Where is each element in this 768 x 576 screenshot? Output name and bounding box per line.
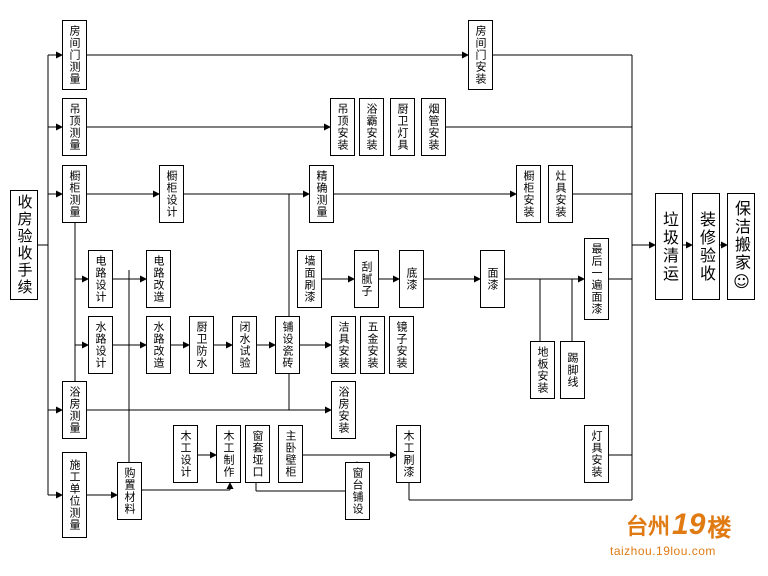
watermark-logo-suffix: 楼 [707, 514, 732, 542]
node-diqi: 底漆 [399, 250, 424, 308]
node-chugui-cl: 橱柜测量 [62, 165, 87, 223]
node-tijiaoxian: 踢脚线 [560, 341, 585, 399]
node-fangjianmen-cl: 房间门测量 [62, 20, 87, 90]
node-jingzi: 镜子安装 [389, 316, 414, 374]
node-qiangmian: 墙面刷漆 [297, 250, 322, 308]
node-chuangtao: 窗套垭口 [245, 425, 270, 483]
site-watermark: 台州 19 楼 taizhou.19lou.com [600, 508, 762, 568]
node-yuba-az: 浴霸安装 [359, 98, 384, 156]
node-yufang-az: 浴房安装 [331, 381, 356, 439]
node-mugong-zz: 木工制作 [216, 425, 241, 483]
node-mianqi: 面漆 [480, 250, 505, 308]
node-chuwei-fs: 厨卫防水 [189, 316, 214, 374]
node-fangjianmen-az: 房间门安装 [468, 20, 493, 90]
node-bishui-sy: 闭水试验 [232, 316, 257, 374]
node-jieju: 洁具安装 [331, 316, 356, 374]
node-yufang-cl: 浴房测量 [62, 381, 87, 439]
node-diaoding-cl: 吊顶测量 [62, 98, 87, 156]
node-zuihou-mianqi: 最后一遍面漆 [584, 238, 609, 320]
node-mugong-sj: 木工设计 [173, 425, 198, 483]
node-dengju-az: 灯具安装 [584, 425, 609, 483]
node-guanizi: 刮腻子 [354, 250, 379, 308]
node-yanguan-az: 烟管安装 [421, 98, 446, 156]
node-gouzhi-cl: 购置材料 [117, 462, 142, 520]
node-laji: 垃圾清运 [655, 193, 683, 300]
node-shigong-cl: 施工单位测量 [62, 452, 87, 538]
watermark-logo-number: 19 [672, 508, 706, 541]
node-zhuwo-bg: 主卧壁柜 [278, 425, 303, 483]
watermark-url: taizhou.19lou.com [610, 544, 716, 558]
node-zaoju-az: 灶具安装 [548, 165, 573, 223]
node-mugong-sq: 木工刷漆 [396, 425, 421, 483]
node-zhuangxiu-ys: 装修验收 [692, 193, 720, 300]
node-shoufang: 收房验收手续 [10, 190, 38, 300]
watermark-logo: 台州 19 楼 [626, 508, 731, 542]
node-chuwei-dj: 厨卫灯具 [390, 98, 415, 156]
node-shuilu-sj: 水路设计 [88, 316, 113, 374]
node-diaoding-az: 吊顶安装 [330, 98, 355, 156]
node-wujin: 五金安装 [360, 316, 385, 374]
watermark-logo-city: 台州 [626, 514, 671, 539]
node-pushe-cz: 铺设瓷砖 [275, 316, 300, 374]
node-shuilu-gz: 水路改造 [146, 316, 171, 374]
node-chugui-az: 橱柜安装 [516, 165, 541, 223]
node-chuangtai: 窗台铺设 [345, 462, 370, 520]
node-dianlu-gz: 电路改造 [146, 250, 171, 308]
node-jingque-cl: 精确测量 [309, 165, 334, 223]
node-diban-az: 地板安装 [530, 341, 555, 399]
node-baojie: 保洁搬家☺ [727, 193, 755, 300]
node-dianlu-sj: 电路设计 [88, 250, 113, 308]
node-chugui-sj: 橱柜设计 [159, 165, 184, 223]
